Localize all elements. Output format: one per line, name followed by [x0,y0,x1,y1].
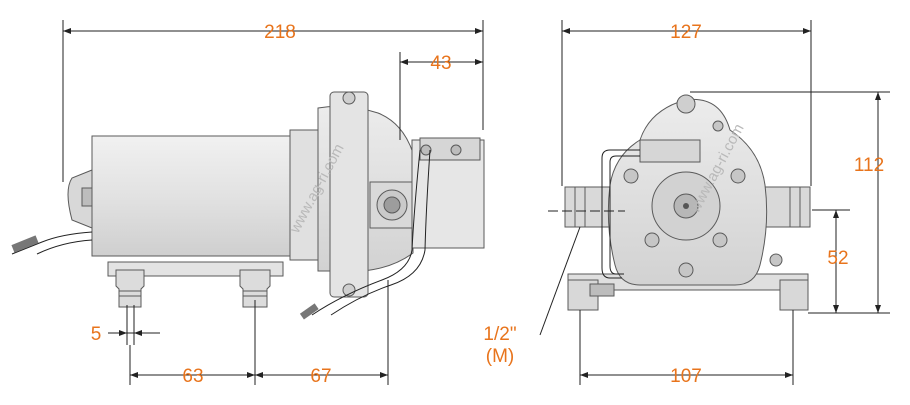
dimension-labels: 218 43 127 112 52 5 63 67 107 1/2" (M) [91,22,884,387]
dim-front-width: 127 [670,22,702,43]
motor-end-cap [67,169,93,229]
front-switch-box [639,139,701,163]
dim-port-size: 1/2" [483,324,516,345]
dim-port-type: (M) [486,346,514,367]
front-view: www.ag-ri.com [564,94,811,311]
pressure-switch [411,137,485,249]
dim-mount-spacing-b: 67 [310,366,331,387]
side-foot-left [115,269,145,308]
side-wires [311,149,421,316]
front-left-port [564,186,614,228]
dim-port-height: 52 [827,248,848,269]
dim-overall-length: 218 [264,22,296,43]
side-inlet-port [369,181,415,229]
dim-foot-spacing: 107 [670,366,702,387]
dim-mount-spacing-a: 63 [182,366,203,387]
side-base-rail [107,261,284,277]
dim-head-depth: 43 [430,53,451,74]
dim-mount-hole: 5 [91,324,102,345]
dim-overall-height: 112 [854,155,884,176]
front-wire [601,149,640,279]
head-clamp [329,91,369,298]
front-foot-right [779,279,809,311]
side-foot-right [239,269,271,308]
motor-body [91,135,293,257]
arrowheads [63,28,881,378]
side-view: www.ag-ri.com [11,91,485,320]
